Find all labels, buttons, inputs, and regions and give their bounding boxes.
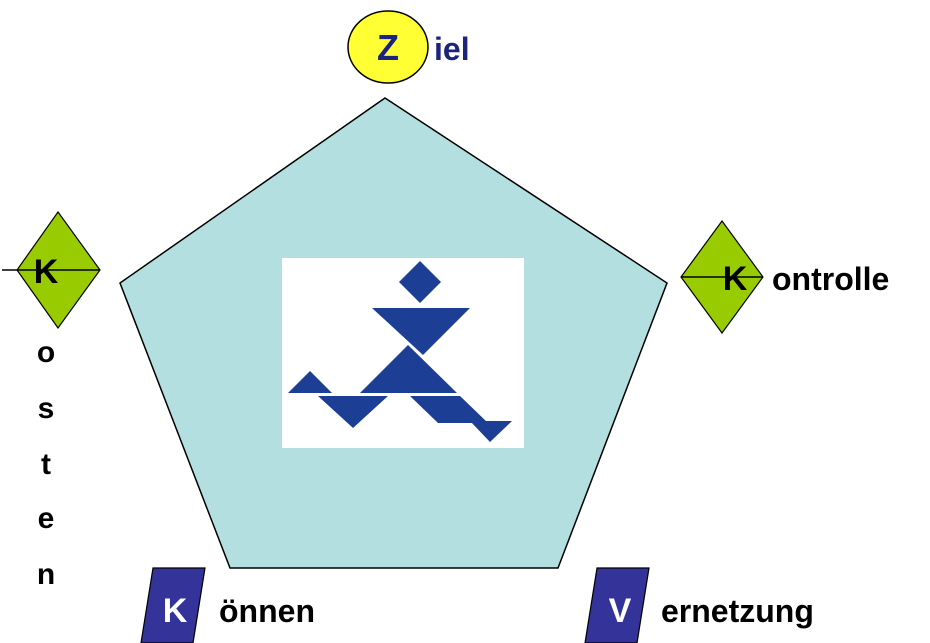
right-foot-triangle	[470, 421, 512, 442]
vernetzung-letter: V	[609, 592, 632, 630]
right-leg-parallelogram	[410, 396, 488, 423]
ziel-badge-circle	[347, 10, 429, 84]
koennen-badge-parallelogram	[140, 567, 206, 643]
body-triangle	[360, 345, 457, 393]
shoulders-triangle	[372, 308, 470, 355]
koennen-node: K önnen	[140, 567, 315, 643]
ziel-node: Z iel	[347, 10, 470, 84]
ziel-text: iel	[434, 31, 470, 67]
ziel-letter: Z	[377, 27, 399, 68]
kosten-letter: K	[34, 253, 59, 291]
tangram-figure-panel	[282, 258, 524, 448]
tangram-runner-figure	[288, 261, 512, 442]
kosten-letter-s: s	[38, 392, 55, 425]
kontrolle-node: K ontrolle	[680, 219, 889, 335]
kosten-letter-o: o	[37, 336, 55, 369]
vernetzung-badge-parallelogram	[584, 567, 650, 643]
koennen-text: önnen	[219, 593, 315, 629]
kosten-letter-e: e	[38, 502, 55, 535]
kosten-node: K o s t e n	[2, 210, 101, 591]
vernetzung-text: ernetzung	[661, 593, 814, 629]
koennen-letter: K	[163, 592, 188, 630]
left-leg-triangle	[318, 396, 388, 428]
kosten-letter-n: n	[37, 558, 55, 591]
kontrolle-text: ontrolle	[772, 261, 889, 297]
kontrolle-letter: K	[723, 260, 748, 298]
left-arm-triangle	[288, 371, 332, 393]
kosten-letter-t: t	[41, 448, 51, 481]
head-square	[399, 261, 441, 303]
vernetzung-node: V ernetzung	[584, 567, 814, 643]
